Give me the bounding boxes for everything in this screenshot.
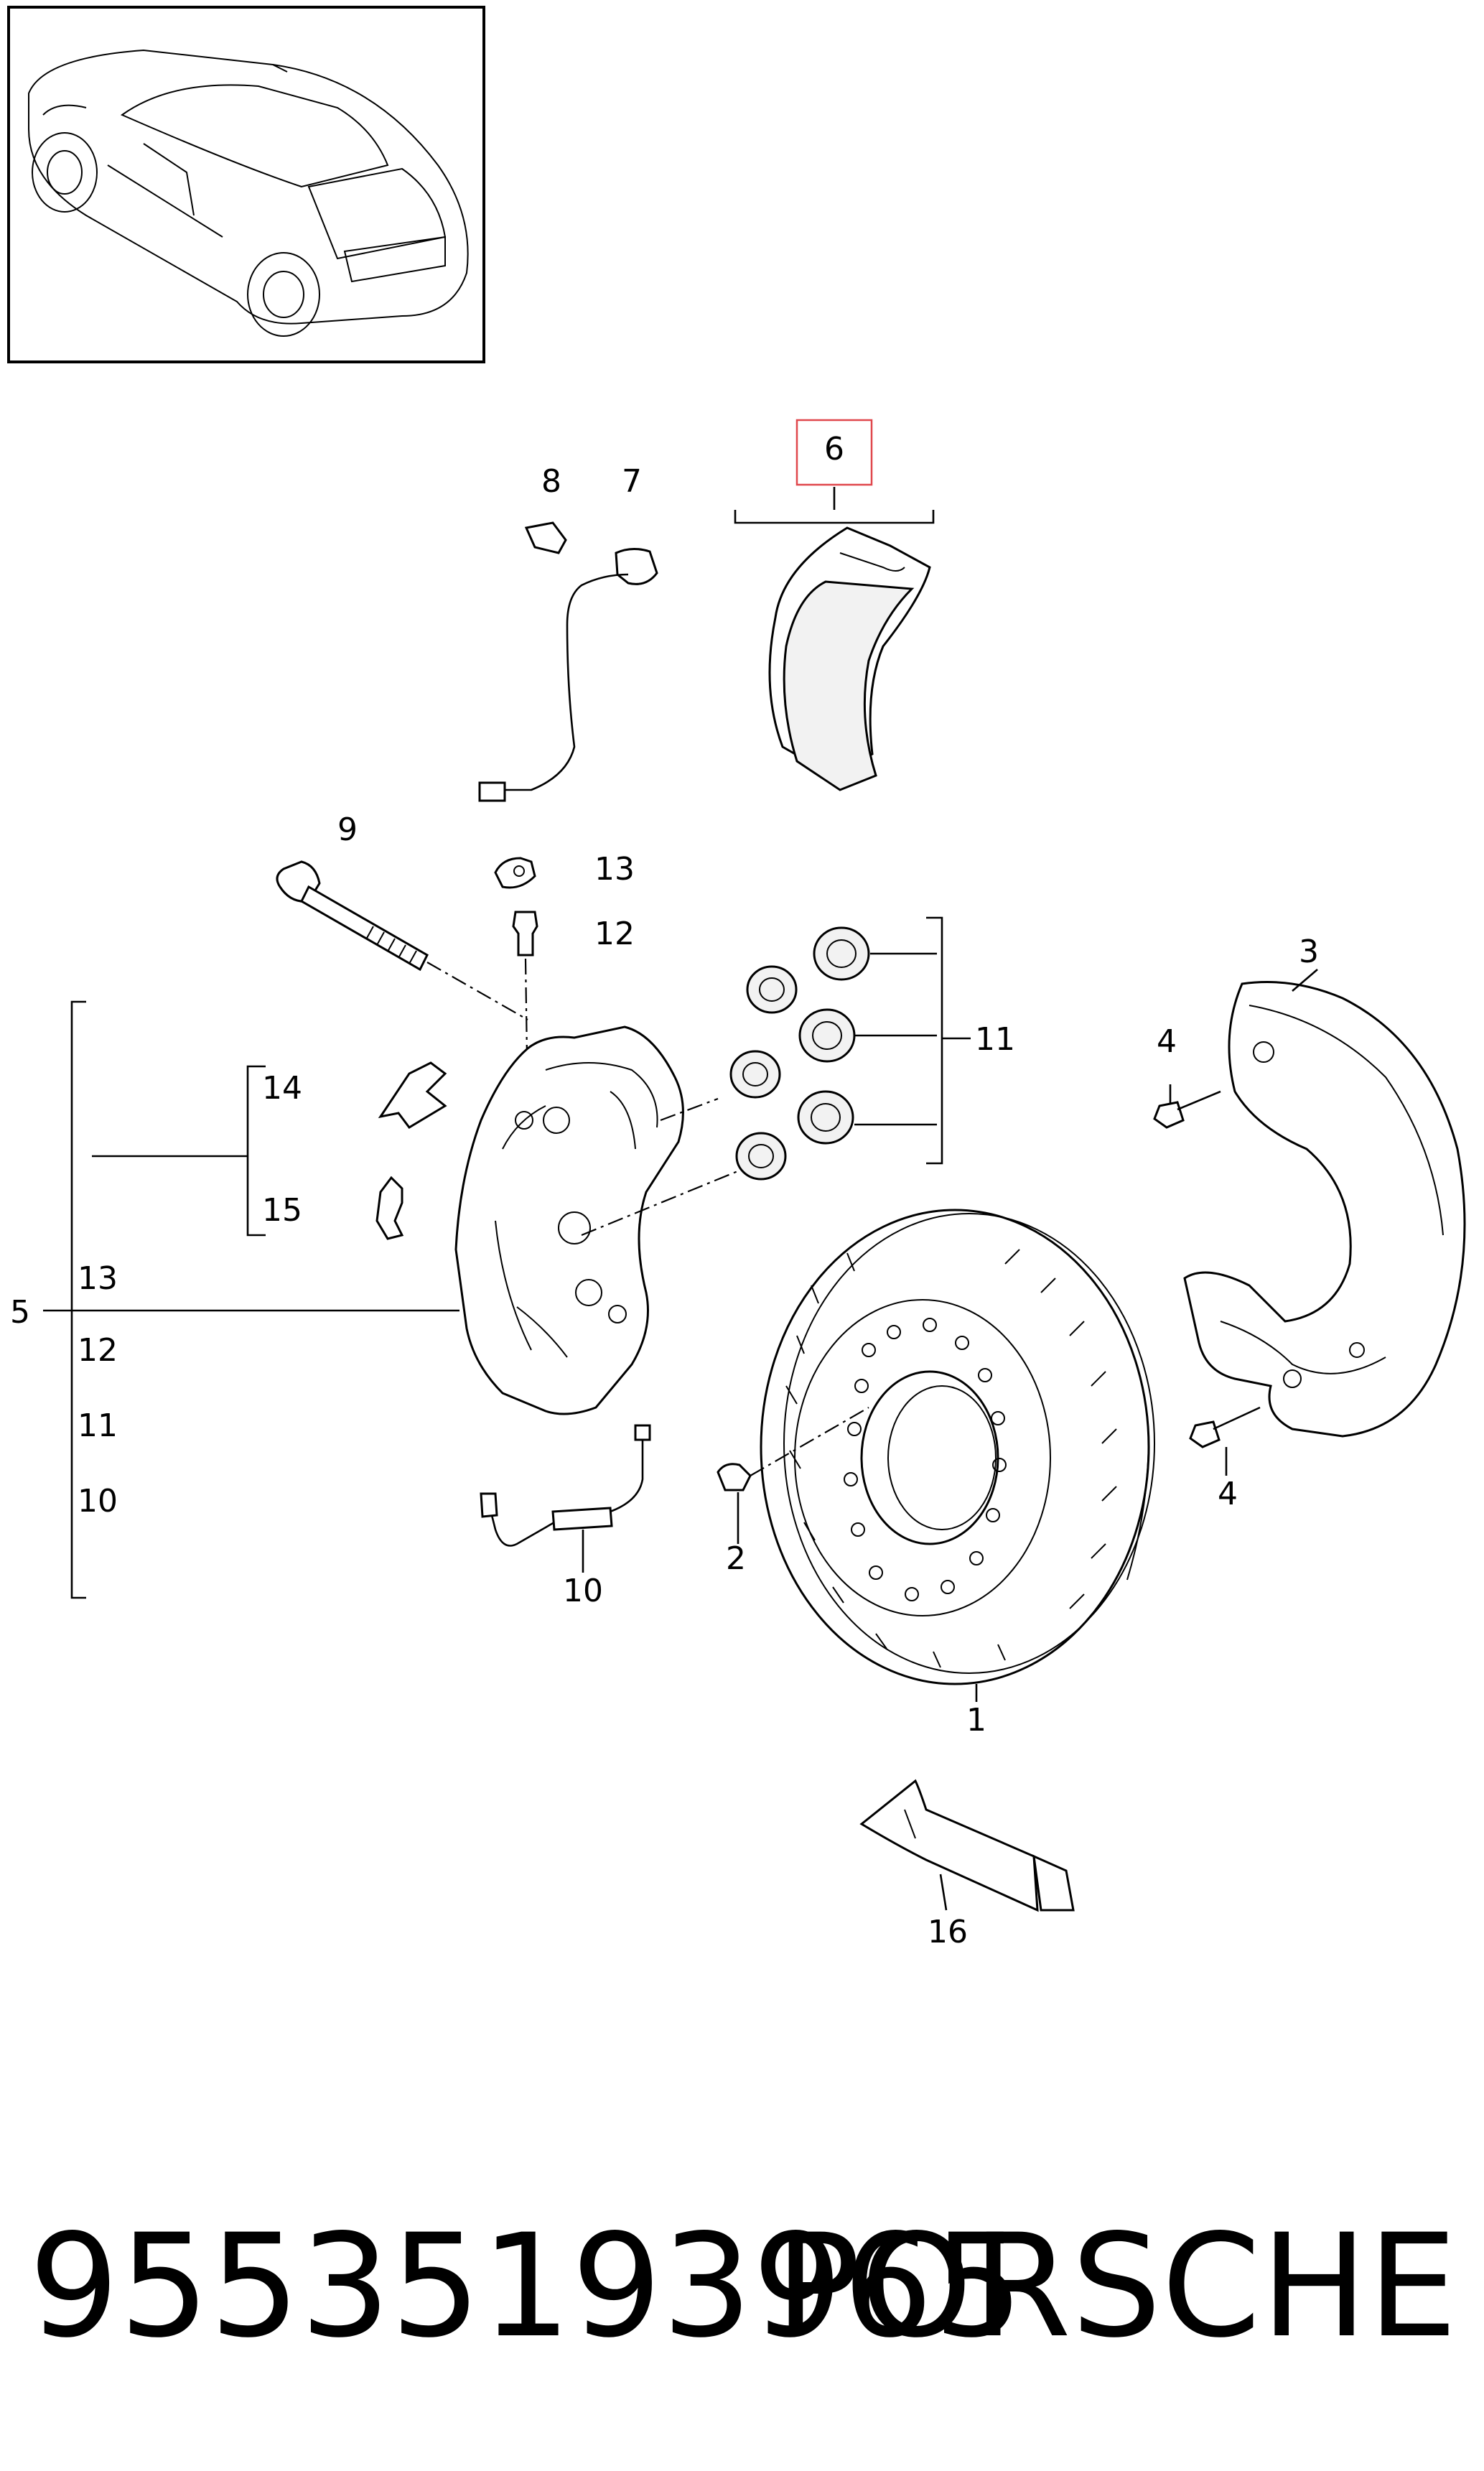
callout-7: 7 — [622, 463, 642, 500]
brand-name: PORSCHE — [775, 2203, 1457, 2369]
callout-6-highlight — [795, 419, 873, 486]
callout-12-top: 12 — [594, 916, 635, 952]
callout-3: 3 — [1299, 934, 1319, 970]
spring-clips — [375, 1061, 447, 1240]
brake-caliper — [454, 1025, 740, 1415]
brake-hose — [480, 1424, 651, 1573]
callout-11: 11 — [975, 1021, 1015, 1058]
callout-14: 14 — [262, 1070, 302, 1107]
piston-seals — [729, 916, 971, 1181]
splash-shield — [1153, 969, 1466, 1476]
bracket-item-11: 11 — [78, 1407, 118, 1444]
wear-sensor — [478, 521, 658, 802]
callout-16: 16 — [928, 1914, 968, 1950]
callout-4-lower: 4 — [1218, 1476, 1238, 1512]
bracket-item-12: 12 — [78, 1332, 118, 1369]
bracket-item-13: 13 — [78, 1260, 118, 1297]
part-number: 95535193965 — [29, 2203, 1024, 2369]
callout-2: 2 — [726, 1540, 746, 1577]
callout-6: 6 — [824, 431, 844, 467]
bracket-5 — [43, 1000, 459, 1599]
callout-13-top: 13 — [594, 851, 635, 888]
callout-5: 5 — [10, 1294, 30, 1331]
callout-15: 15 — [262, 1192, 302, 1229]
callout-4-upper: 4 — [1157, 1023, 1177, 1060]
bracket-item-10: 10 — [78, 1483, 118, 1520]
brake-disc — [760, 1209, 1155, 1702]
disc-screw — [717, 1407, 869, 1544]
vehicle-thumbnail — [7, 6, 485, 363]
caliper-bolt — [276, 860, 528, 1020]
callout-10: 10 — [563, 1573, 603, 1609]
callout-9: 9 — [337, 811, 358, 848]
grease-tube — [859, 1779, 1075, 1912]
callout-1: 1 — [966, 1702, 986, 1739]
brake-pads — [734, 487, 935, 791]
callout-8: 8 — [541, 463, 561, 500]
bleed-screw-and-cap — [494, 857, 538, 1107]
